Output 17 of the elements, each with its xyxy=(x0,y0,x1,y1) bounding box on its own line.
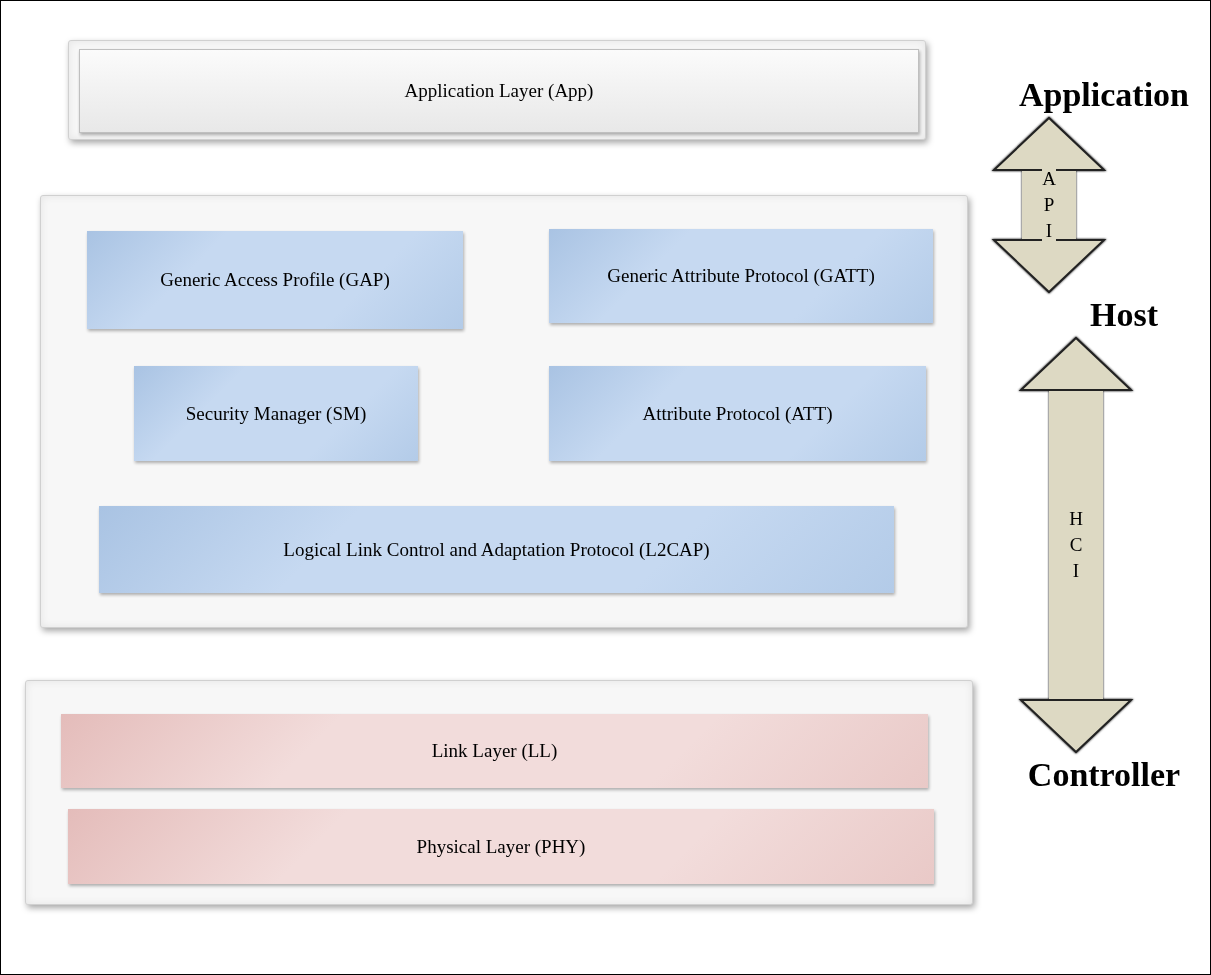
edge-label: API xyxy=(1042,166,1056,244)
layer-box: Application Layer (App) xyxy=(79,49,919,133)
section-heading: Application xyxy=(1000,72,1208,118)
protocol-box: Logical Link Control and Adaptation Protocol (L2CAP) xyxy=(99,506,894,593)
double-arrow xyxy=(1020,337,1132,753)
double-arrow xyxy=(993,117,1105,293)
protocol-box: Generic Access Profile (GAP) xyxy=(87,231,463,329)
protocol-box: Security Manager (SM) xyxy=(134,366,418,461)
layer-panel xyxy=(25,680,973,905)
protocol-box: Attribute Protocol (ATT) xyxy=(549,366,926,461)
section-heading: Controller xyxy=(1000,752,1208,798)
layer-box: Physical Layer (PHY) xyxy=(68,809,934,884)
protocol-box: Generic Attribute Protocol (GATT) xyxy=(549,229,933,323)
section-heading: Host xyxy=(1040,292,1208,338)
layer-panel xyxy=(40,195,968,628)
layer-panel xyxy=(68,40,926,140)
layer-box: Link Layer (LL) xyxy=(61,714,928,788)
